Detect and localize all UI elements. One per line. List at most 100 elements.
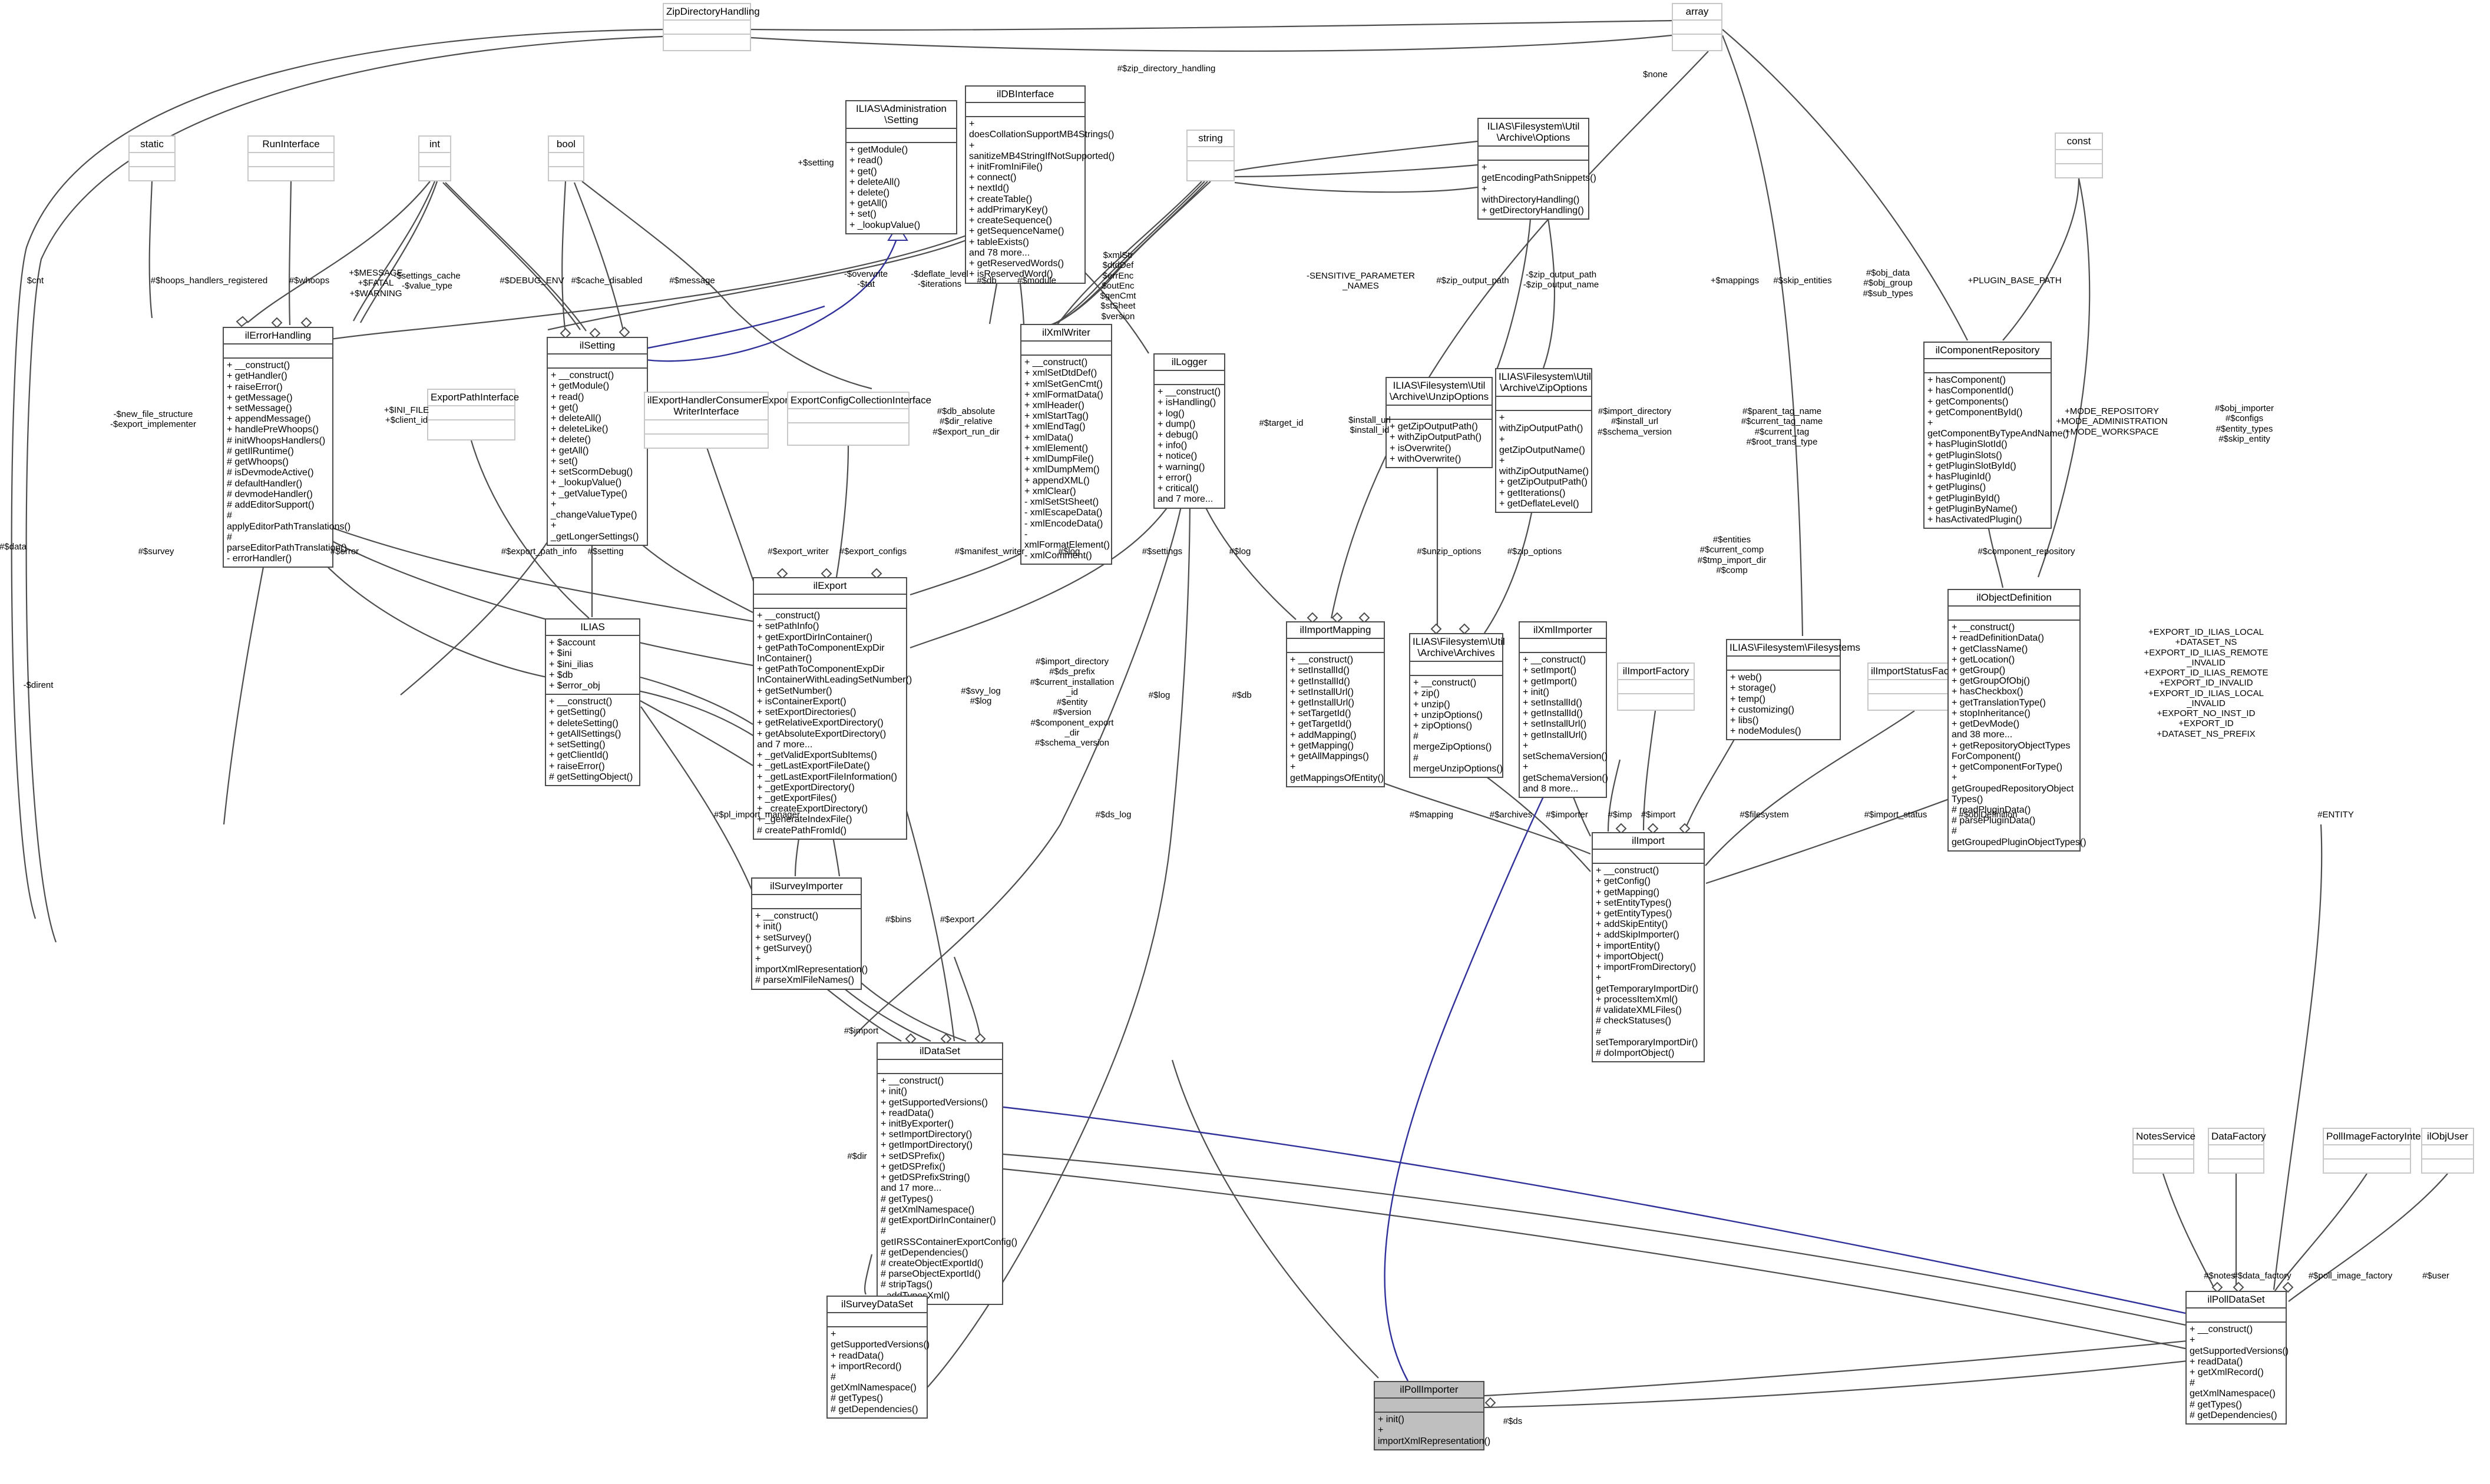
class-node-zipdirhandling[interactable]: ZipDirectoryHandling xyxy=(663,3,760,51)
operation-row: # validateXMLFiles() xyxy=(1596,1005,1682,1016)
operation-row: + web() xyxy=(1730,673,1762,683)
edge-label: #$data_factory xyxy=(2233,1271,2291,1281)
class-node-ilsurveydataset[interactable]: ilSurveyDataSet+ getSupportedVersions()+… xyxy=(826,1296,930,1419)
class-node-ilpollimporter[interactable]: ilPollImporter+ init()+ importXmlReprese… xyxy=(1374,1381,1490,1450)
class-node-illogger[interactable]: ilLogger+ __construct()+ isHandling()+ l… xyxy=(1153,353,1225,509)
class-node-ilimportstatusfactory[interactable]: ilImportStatusFactory xyxy=(1867,662,1966,711)
class-node-ilerrorhandling[interactable]: ilErrorHandling+ __construct()+ getHandl… xyxy=(223,327,351,568)
operation-row: + getInstallUrl() xyxy=(1523,730,1587,740)
class-node-ilimportfactory[interactable]: ilImportFactory xyxy=(1617,662,1695,711)
operation-row: + getMappingsOfEntity() xyxy=(1290,762,1384,783)
operation-row: + set() xyxy=(551,456,578,466)
operation-row: + xmlFormatData() xyxy=(1024,389,1103,400)
class-node-array[interactable]: array xyxy=(1672,3,1722,51)
edge-label: $install_url $install_id xyxy=(1348,415,1391,436)
class-node-title: ilSurveyDataSet xyxy=(841,1298,913,1310)
class-node-ildbinterface[interactable]: ilDBInterface+ doesCollationSupportMB4St… xyxy=(965,85,1115,284)
operation-row: # getXmlNamespace() xyxy=(831,1372,917,1393)
class-node-attributes xyxy=(2056,149,2102,163)
operation-row: + tableExists() xyxy=(969,237,1029,247)
operation-row: - xmlSetStSheet() xyxy=(1024,497,1099,508)
class-node-ilxmlimporter[interactable]: ilXmlImporter+ __construct()+ setImport(… xyxy=(1519,621,1608,799)
operation-row: + __construct() xyxy=(1596,866,1659,876)
edge-label: -$deflate_level -$iterations xyxy=(911,269,968,290)
class-node-ilexport[interactable]: ilExport+ __construct()+ setPathInfo()+ … xyxy=(753,577,912,840)
class-node-title: ilComponentRepository xyxy=(1935,344,2040,356)
class-node-const[interactable]: const xyxy=(2055,132,2103,179)
class-node-static[interactable]: static xyxy=(128,135,176,182)
operation-row: # doImportObject() xyxy=(1596,1048,1675,1059)
edge-label: -$new_file_structure -$export_implemente… xyxy=(110,409,196,430)
edge-label: #$zip_output_path xyxy=(1436,276,1509,286)
class-node-ilpolldataset[interactable]: ilPollDataSet+ __construct()+ getSupport… xyxy=(2185,1291,2289,1425)
class-node-ilxmlwriter[interactable]: ilXmlWriter+ __construct()+ xmlSetDtdDef… xyxy=(1020,324,1112,565)
attribute-row: + $ini xyxy=(549,648,572,659)
edge-label: #$message xyxy=(669,276,715,286)
attribute-row: + $db xyxy=(549,670,573,680)
class-node-exportpathinterface[interactable]: ExportPathInterface xyxy=(427,389,519,440)
class-node-ilfilesystemfilesystems[interactable]: ILIAS\Filesystem\Filesystems+ web()+ sto… xyxy=(1726,639,1860,741)
class-node-exportconfigcollection[interactable]: ExportConfigCollectionInterface xyxy=(787,392,931,446)
edge-label: #$ds xyxy=(1503,1416,1523,1426)
class-node-unzipoptions[interactable]: ILIAS\Filesystem\Util \Archive\UnzipOpti… xyxy=(1385,377,1493,468)
class-node-ilimportmapping[interactable]: ilImportMapping+ __construct()+ setInsta… xyxy=(1286,621,1385,787)
class-node-ildataset[interactable]: ilDataSet+ __construct()+ init()+ getSup… xyxy=(877,1042,1017,1305)
class-node-notesservice[interactable]: NotesService xyxy=(2132,1128,2195,1174)
operation-row: + readDefinitionData() xyxy=(1952,633,2044,644)
operation-row: + addSkipEntity() xyxy=(1596,919,1668,930)
class-node-ilsetting[interactable]: ilSetting+ __construct()+ getModule()+ r… xyxy=(547,337,648,546)
operation-row: + hasCheckbox() xyxy=(1952,687,2023,697)
operation-row: + _getValidExportSubItems() xyxy=(757,750,877,761)
class-node-ilimport[interactable]: ilImport+ __construct()+ getConfig()+ ge… xyxy=(1592,832,1705,1063)
operation-row: # applyEditorPathTranslations() xyxy=(227,511,351,532)
class-node-attributes xyxy=(249,152,333,166)
class-node-operations xyxy=(2056,163,2102,177)
class-node-archives[interactable]: ILIAS\Filesystem\Util \Archive\Archives+… xyxy=(1409,633,1505,779)
class-node-attributes xyxy=(2134,1144,2193,1158)
class-node-ilsurveyimporter[interactable]: ilSurveyImporter+ __construct()+ init()+… xyxy=(751,877,868,990)
edge-label: +$mappings xyxy=(1710,276,1760,286)
class-node-bool[interactable]: bool xyxy=(548,135,584,182)
class-node-string[interactable]: string xyxy=(1186,130,1235,181)
operation-row: + isOverwrite() xyxy=(1390,443,1451,453)
class-node-fsutil_archiveoptions[interactable]: ILIAS\Filesystem\Util \Archive\Options+ … xyxy=(1477,118,1596,220)
operation-row: + getDeflateLevel() xyxy=(1499,498,1579,509)
operation-row: + getSurvey() xyxy=(755,943,812,953)
class-node-ilexporthandlerconsumer[interactable]: ilExportHandlerConsumerExport WriterInte… xyxy=(644,392,791,449)
operation-row: + importEntity() xyxy=(1596,940,1660,951)
class-node-pollimagefactoryinterface[interactable]: PollImageFactoryInterface xyxy=(2323,1128,2443,1174)
class-node-attributes xyxy=(1479,145,1588,160)
operation-row: + appendXML() xyxy=(1024,475,1090,486)
class-node-operations: + getModule()+ read()+ get()+ deleteAll(… xyxy=(846,142,956,233)
class-node-datafactory[interactable]: DataFactory xyxy=(2208,1128,2266,1174)
operation-row: + getEncodingPathSnippets() xyxy=(1482,163,1596,184)
edge-label: $cnt xyxy=(27,276,44,286)
class-node-ilcomponentrepository[interactable]: ilComponentRepository+ hasComponent()+ h… xyxy=(1923,342,2069,529)
edge-label: #$export_configs xyxy=(839,546,907,556)
class-node-title: ILIAS\Administration \Setting xyxy=(855,103,947,126)
class-node-attributes xyxy=(1496,396,1591,410)
operation-row: + getSupportedVersions() xyxy=(831,1329,930,1350)
class-node-ilias_admin_setting[interactable]: ILIAS\Administration \Setting + getModule… xyxy=(845,100,957,234)
operation-row: + setMessage() xyxy=(227,403,292,413)
class-node-zipoptions[interactable]: ILIAS\Filesystem\Util \Archive\ZipOption… xyxy=(1495,368,1592,514)
operation-row: + _getExportFiles() xyxy=(757,793,837,804)
class-node-int[interactable]: int xyxy=(418,135,451,182)
operation-row: and 38 more... xyxy=(1952,730,2013,740)
operation-row: + _getExportDirectory() xyxy=(757,782,855,793)
operation-row: + getExportDirInContainer() xyxy=(757,632,873,642)
class-node-ilobjectdefinition[interactable]: ilObjectDefinition+ __construct()+ readD… xyxy=(1947,589,2086,852)
operation-row: + delete() xyxy=(849,188,890,198)
edge-label: #ENTITY xyxy=(2317,810,2354,820)
operation-row: # parseObjectExportId() xyxy=(881,1269,981,1280)
operation-row: + withDirectoryHandling() xyxy=(1482,184,1580,205)
class-node-title: ZipDirectoryHandling xyxy=(666,6,760,17)
operation-row: + xmlStartTag() xyxy=(1024,411,1089,422)
class-node-attributes xyxy=(1021,340,1111,355)
class-node-runinterface[interactable]: RunInterface xyxy=(247,135,335,182)
class-node-ilobjuser[interactable]: ilObjUser xyxy=(2421,1128,2474,1174)
operation-row: + getPathToComponentExpDir InContainer() xyxy=(757,642,885,664)
class-node-ilias[interactable]: ILIAS+ $account+ $ini+ $ini_ilias+ $db+ … xyxy=(545,618,640,787)
operation-row: + getDSPrefixString() xyxy=(881,1172,970,1183)
class-node-operations: + withZipOutputPath()+ getZipOutputName(… xyxy=(1496,410,1591,512)
